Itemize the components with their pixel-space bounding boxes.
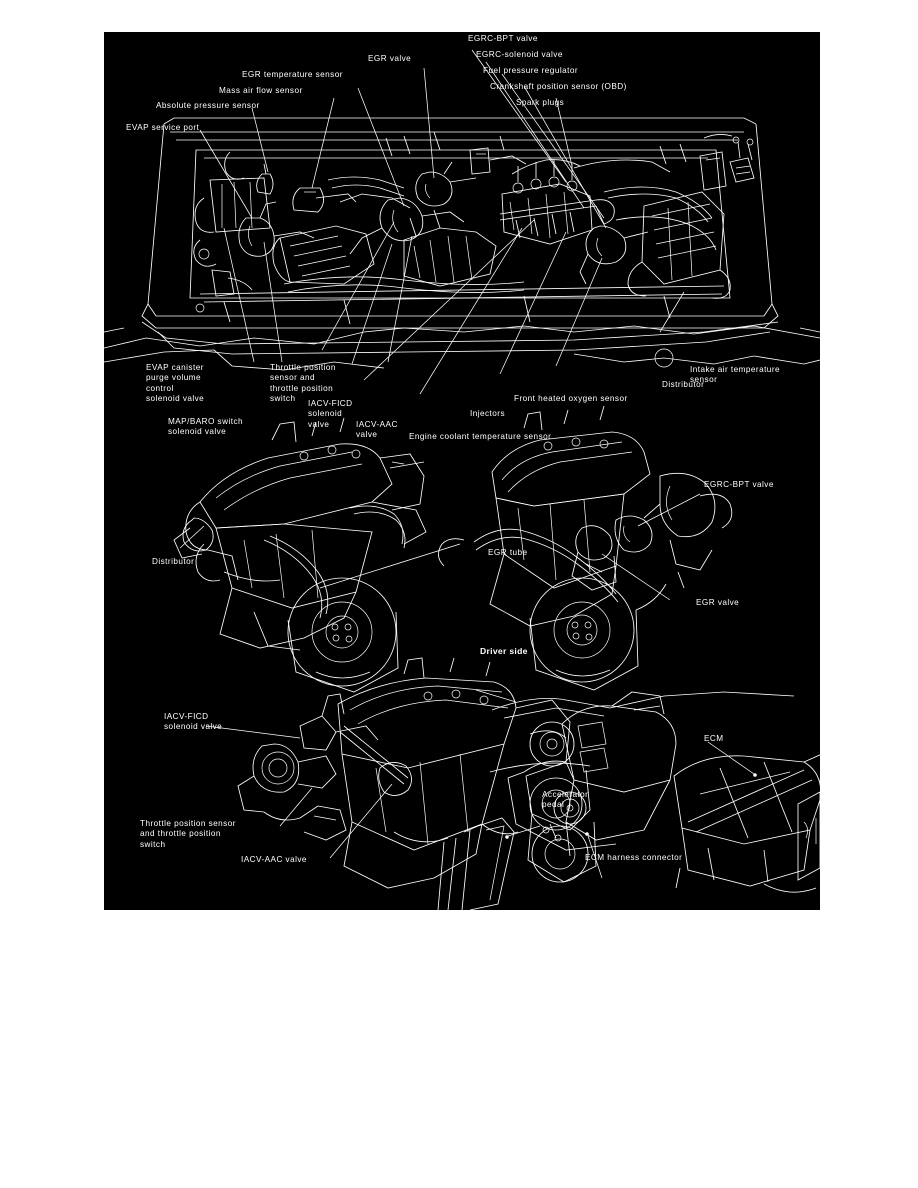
- label-egrc-solenoid-valve: EGRC-solenoid valve: [476, 50, 563, 59]
- label-intake-air-temperature-sensor: Intake air temperature sensor: [690, 365, 780, 385]
- detail-throttle-body-art: [104, 32, 820, 910]
- label-spark-plugs: Spark plugs: [516, 98, 565, 107]
- label-egr-tube-detail: EGR tube: [488, 548, 528, 557]
- detail-driver-side-art: [104, 32, 820, 910]
- label-distributor-main: Distributor: [662, 380, 705, 389]
- label-absolute-pressure-sensor: Absolute pressure sensor: [156, 101, 260, 110]
- label-iacv-aac-valve: IACV-AAC valve: [356, 420, 398, 440]
- label-iacv-ficd-solenoid-valve: IACV-FICD solenoid valve: [308, 399, 353, 429]
- label-crankshaft-position-sensor: Crankshaft position sensor (OBD): [490, 82, 627, 91]
- label-mass-air-flow-sensor: Mass air flow sensor: [219, 86, 303, 95]
- label-throttle-position-sensor-detail: Throttle position sensor and throttle po…: [140, 819, 236, 849]
- label-egr-valve: EGR valve: [368, 54, 412, 63]
- label-iacv-ficd-solenoid-valve-detail: IACV-FICD solenoid valve: [164, 712, 223, 732]
- diagram-panel: EVAP service port Absolute pressure sens…: [104, 32, 820, 910]
- label-injectors: Injectors: [470, 409, 505, 418]
- label-ecm-harness-connector: ECM harness connector: [585, 853, 683, 862]
- label-map-baro-switch-solenoid-valve: MAP/BARO switch solenoid valve: [168, 417, 243, 437]
- heading-driver-side: Driver side: [480, 646, 528, 656]
- label-accelerator-pedal: Accelerator pedal: [542, 790, 589, 810]
- label-egrc-bpt-valve-detail: EGRC-BPT valve: [704, 480, 774, 489]
- label-iacv-aac-valve-detail: IACV-AAC valve: [241, 855, 307, 864]
- label-egrc-bpt-valve: EGRC-BPT valve: [468, 34, 538, 43]
- label-fuel-pressure-regulator: Fuel pressure regulator: [483, 66, 578, 75]
- detail-engine-left-art: [104, 32, 820, 910]
- detail-engine-right-art: [104, 32, 820, 910]
- label-front-heated-oxygen-sensor: Front heated oxygen sensor: [514, 394, 628, 403]
- label-evap-service-port: EVAP service port: [126, 123, 200, 132]
- engine-bay-line-art: [104, 32, 820, 910]
- label-egr-valve-detail: EGR valve: [696, 598, 740, 607]
- label-ecm: ECM: [704, 734, 724, 743]
- label-evap-canister-purge-volume-control-solenoid-valve: EVAP canister purge volume control solen…: [146, 363, 205, 404]
- label-egr-temperature-sensor: EGR temperature sensor: [242, 70, 343, 79]
- label-engine-coolant-temperature-sensor: Engine coolant temperature sensor: [409, 432, 552, 441]
- label-distributor-detail: Distributor: [152, 557, 195, 566]
- label-throttle-position-sensor-and-switch: Throttle position sensor and throttle po…: [270, 363, 336, 404]
